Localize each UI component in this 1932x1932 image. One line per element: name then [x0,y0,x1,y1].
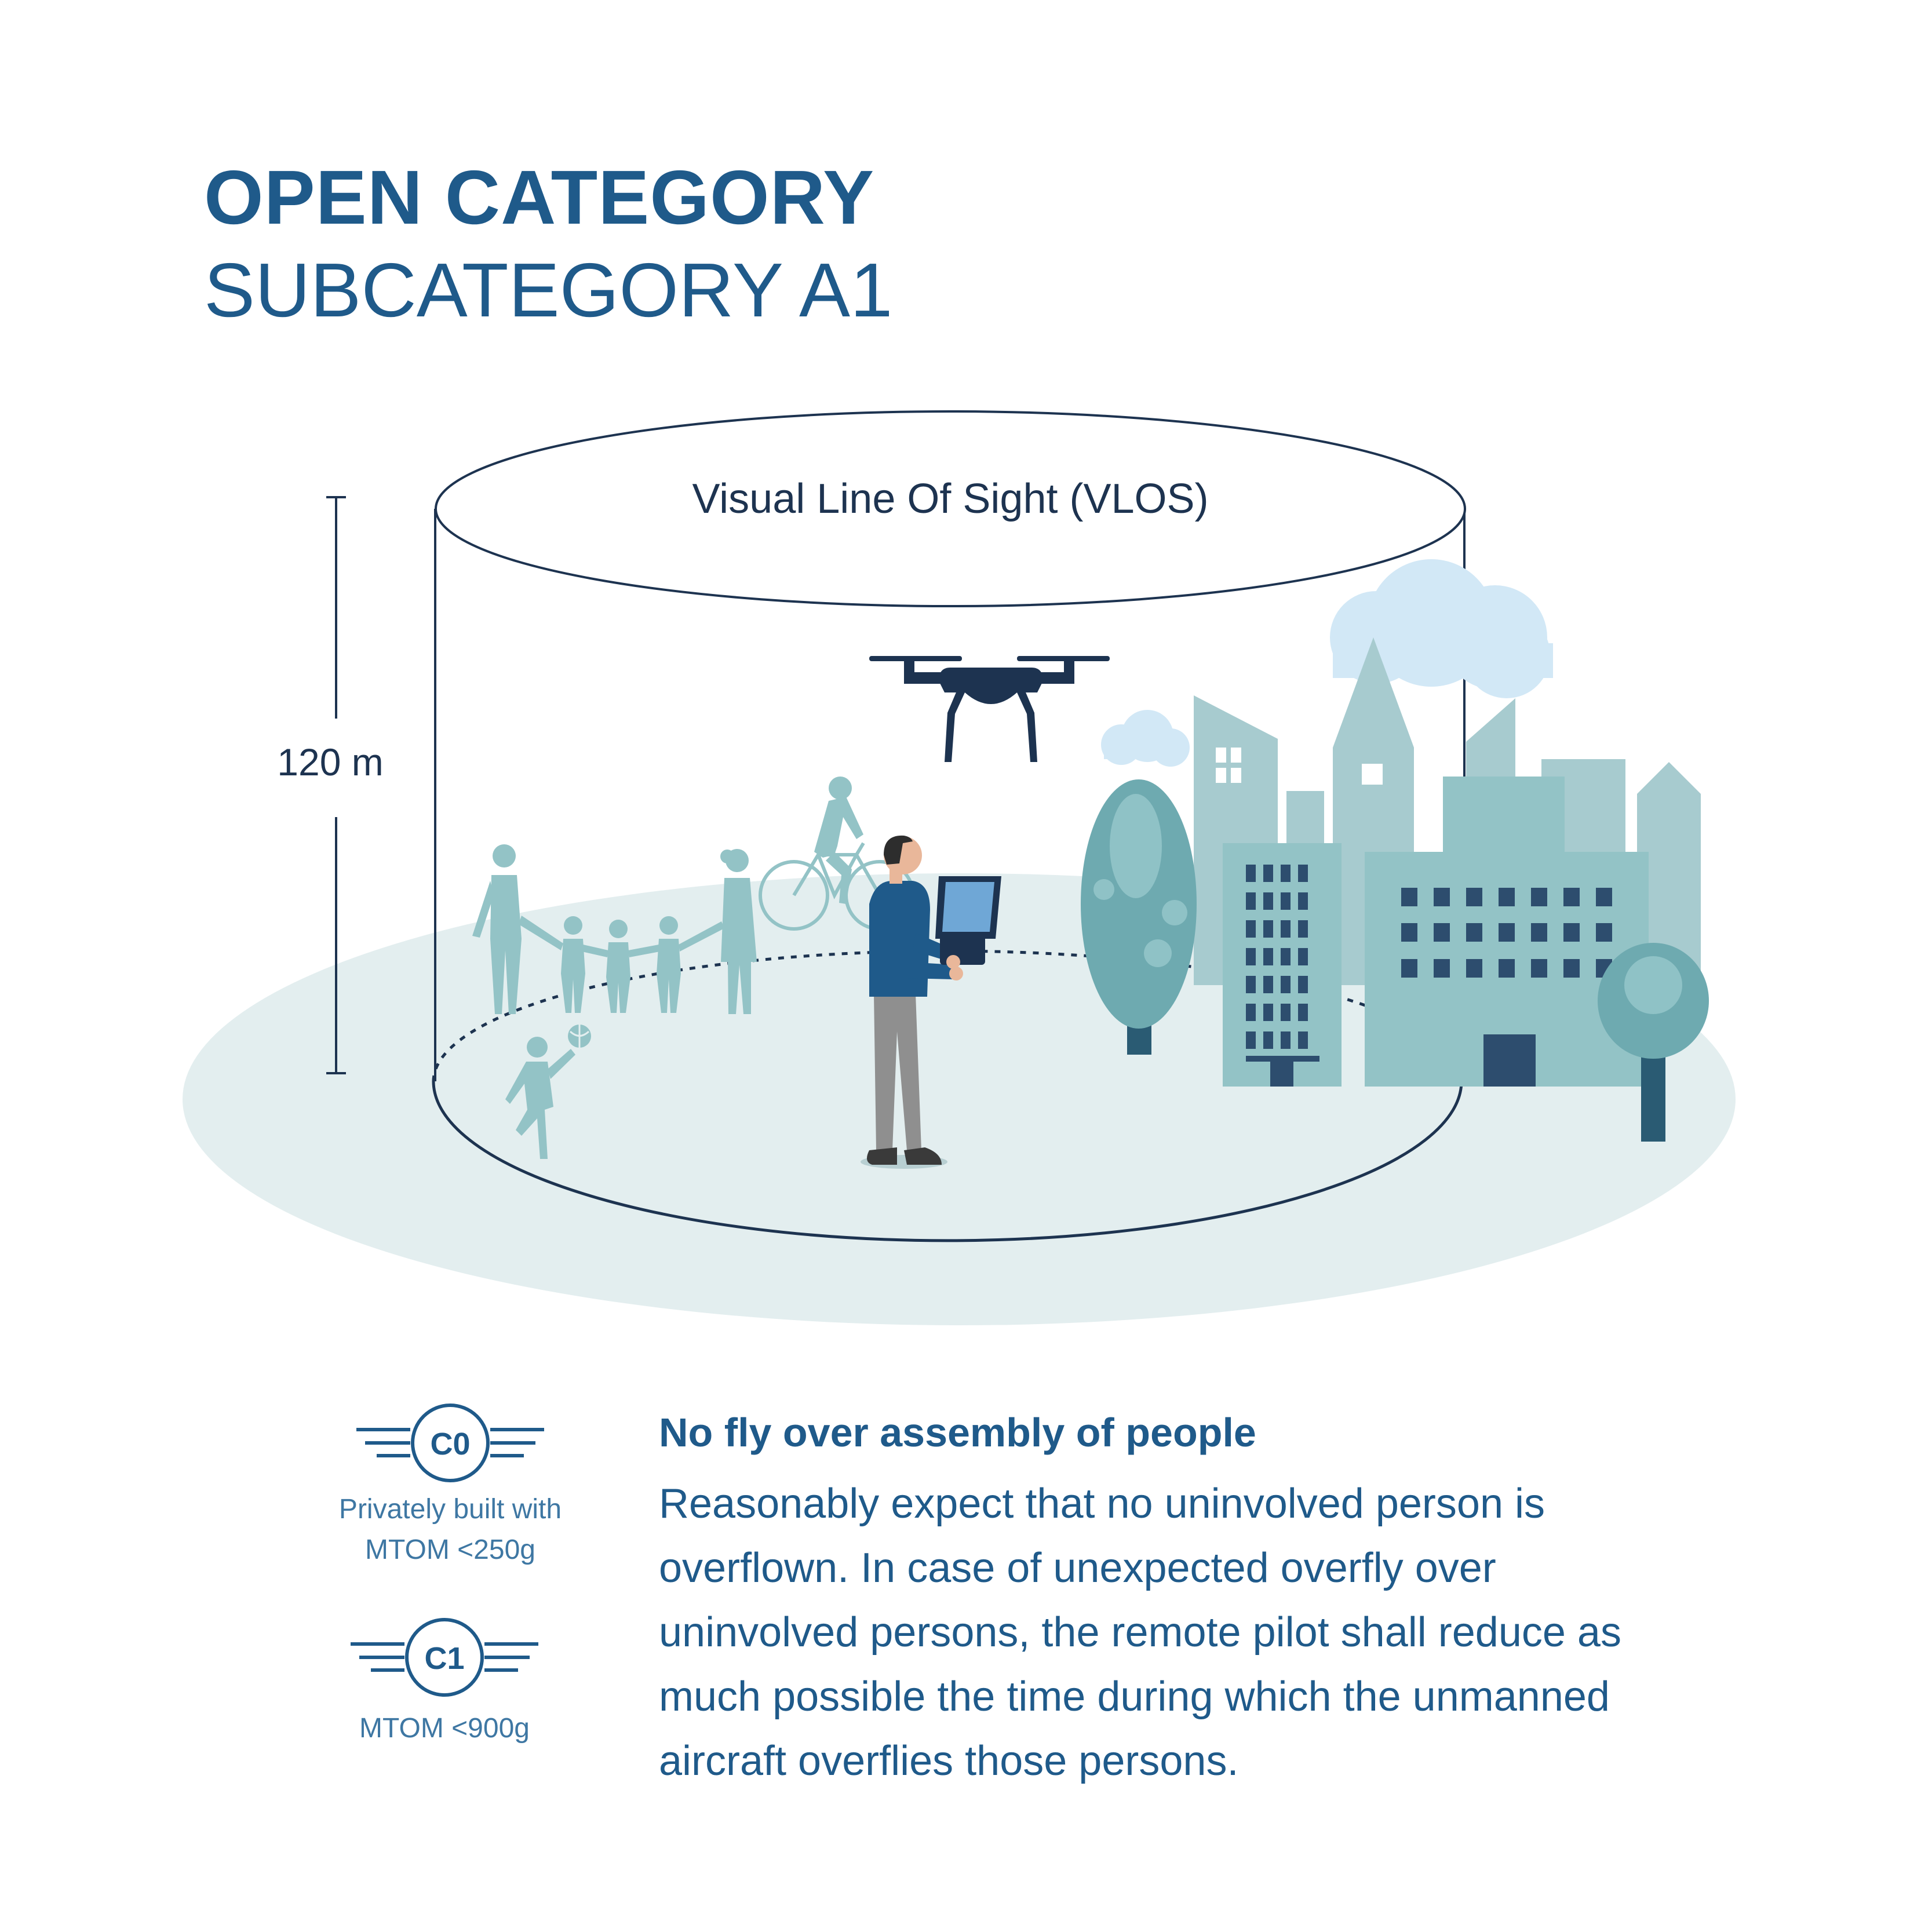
office-building-large [1365,777,1649,1087]
height-label: 120 m [277,741,383,783]
cylinder-base-front [432,1081,1463,1242]
c0-badge-caption: Privately built with MTOM <250g [300,1489,601,1570]
tree-right-trunk [1641,1049,1665,1142]
height-scale [326,496,346,1074]
rule-text: Reasonably expect that no uninvolved per… [659,1481,1621,1784]
office-building-small [1223,843,1342,1087]
page-subtitle: SUBCATEGORY A1 [204,247,893,333]
rule-heading: No fly over assembly of people [659,1410,1256,1455]
c1-class-badge [351,1618,538,1697]
c0-caption-line2: MTOM <250g [365,1534,535,1565]
cylinder-top [435,410,1466,607]
zone-label: Visual Line Of Sight (VLOS) [692,476,1208,522]
people-group [472,844,757,1159]
background-windows [1216,748,1383,785]
drone-icon [869,656,1110,762]
tree-left-canopy [1081,779,1197,1029]
drone-pilot [861,835,1001,1169]
c1-badge-caption: MTOM <900g [294,1708,595,1749]
c0-badge-code: C0 [430,1427,470,1461]
c0-class-badge [356,1404,544,1482]
page-title: OPEN CATEGORY [204,155,875,240]
c0-caption-line1: Privately built with [338,1494,562,1525]
c1-caption-line1: MTOM <900g [359,1713,530,1744]
cloud-large [1330,559,1553,698]
cloud-small [1101,710,1190,767]
c1-badge-code: C1 [424,1641,464,1676]
